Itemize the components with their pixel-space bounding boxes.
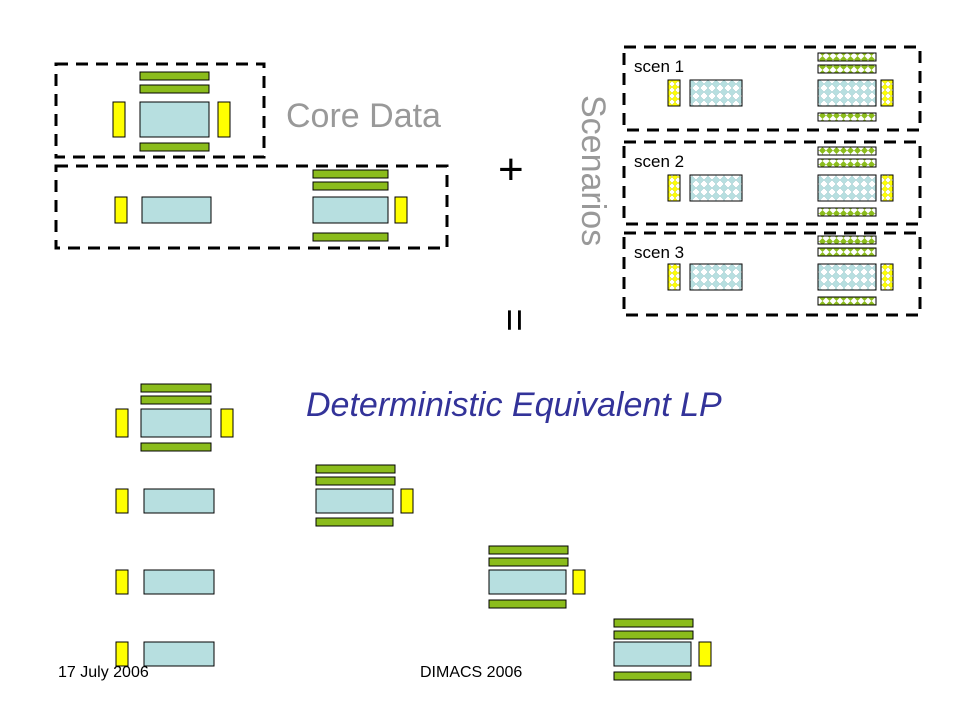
de-d2-obj-bar: [488, 545, 569, 555]
de-d1-matrix: [315, 488, 394, 514]
scen3-rhs-right: [880, 263, 894, 291]
scen2-matrix-left: [689, 174, 743, 202]
de-d3-bottom-bar: [613, 671, 692, 681]
scen2-top-bar-2: [817, 158, 877, 168]
scen2-top-bar-1: [817, 146, 877, 156]
equals-sign: =: [492, 308, 537, 332]
scen2-rhs-left: [667, 174, 681, 202]
core-b-rhs: [114, 196, 128, 224]
scen1-matrix-right: [817, 79, 877, 107]
scenarios-group: [622, 45, 922, 317]
de-d2-matrix: [488, 569, 567, 595]
scen1-bottom-bar: [817, 112, 877, 122]
core-c-bottom-bar: [312, 232, 389, 242]
de-4-matrix: [143, 641, 215, 667]
de-d2-bound-bar: [488, 557, 569, 567]
de-3-matrix: [143, 569, 215, 595]
core-data-group: [54, 62, 449, 250]
scen3-matrix-left: [689, 263, 743, 291]
de-d1-bound-bar: [315, 476, 396, 486]
core-second-stage-box: [54, 164, 449, 250]
scen1-rhs-left: [667, 79, 681, 107]
core-c-rhs: [394, 196, 408, 224]
core-c-matrix: [312, 196, 389, 224]
scen2-rhs-right: [880, 174, 894, 202]
scen3-top-bar-2: [817, 247, 877, 257]
de-2-rhs: [115, 488, 129, 514]
scen3-rhs-left: [667, 263, 681, 291]
scen2-matrix-right: [817, 174, 877, 202]
core-c-obj-bar: [312, 169, 389, 179]
de-4-rhs: [115, 641, 129, 667]
scen3-label: scen 3: [634, 243, 685, 262]
scen1-box: [622, 45, 922, 132]
de-d3-rhs: [698, 641, 712, 667]
core-first-stage-box: [54, 62, 266, 159]
scen1-label: scen 1: [634, 57, 685, 76]
de-d1-obj-bar: [315, 464, 396, 474]
scen2-box: [622, 140, 922, 226]
scen3-matrix-right: [817, 263, 877, 291]
core-b-matrix: [141, 196, 212, 224]
core-a-matrix: [139, 101, 210, 138]
de-2-matrix: [143, 488, 215, 514]
core-a-obj-bar: [139, 71, 210, 81]
footer-date: 17 July 2006: [58, 664, 149, 681]
de-1-rhs-left: [115, 408, 129, 438]
de-d3-obj-bar: [613, 618, 694, 628]
core-a-bound-bar: [139, 84, 210, 94]
scen2-bottom-bar: [817, 207, 877, 217]
plus-sign: +: [498, 145, 524, 194]
core-a-rhs-right: [217, 101, 231, 138]
de-d1-bottom-bar: [315, 517, 394, 527]
de-1-obj-bar: [140, 383, 212, 393]
scen3-bottom-bar: [817, 296, 877, 306]
de-d2-rhs: [572, 569, 586, 595]
scen1-top-bar-1: [817, 52, 877, 62]
scen3-top-bar-1: [817, 235, 877, 245]
de-d2-bottom-bar: [488, 599, 567, 609]
deterministic-equivalent-label: Deterministic Equivalent LP: [306, 386, 722, 424]
de-1-bottom-bar: [140, 442, 212, 452]
de-1-matrix: [140, 408, 212, 438]
scen3-box: [622, 231, 922, 317]
core-a-bottom-bar: [139, 142, 210, 152]
de-1-bound-bar: [140, 395, 212, 405]
de-3-rhs: [115, 569, 129, 595]
scen2-label: scen 2: [634, 152, 685, 171]
de-d3-bound-bar: [613, 630, 694, 640]
deterministic-equivalent-group: [115, 383, 712, 681]
footer-event: DIMACS 2006: [420, 664, 523, 681]
core-a-rhs-left: [112, 101, 126, 138]
scen1-matrix-left: [689, 79, 743, 107]
de-d1-rhs: [400, 488, 414, 514]
core-data-label: Core Data: [286, 97, 441, 135]
de-1-rhs-right: [220, 408, 234, 438]
core-c-bound-bar: [312, 181, 389, 191]
scen1-rhs-right: [880, 79, 894, 107]
scen1-top-bar-2: [817, 64, 877, 74]
de-d3-matrix: [613, 641, 692, 667]
scenarios-label: Scenarios: [574, 95, 612, 247]
